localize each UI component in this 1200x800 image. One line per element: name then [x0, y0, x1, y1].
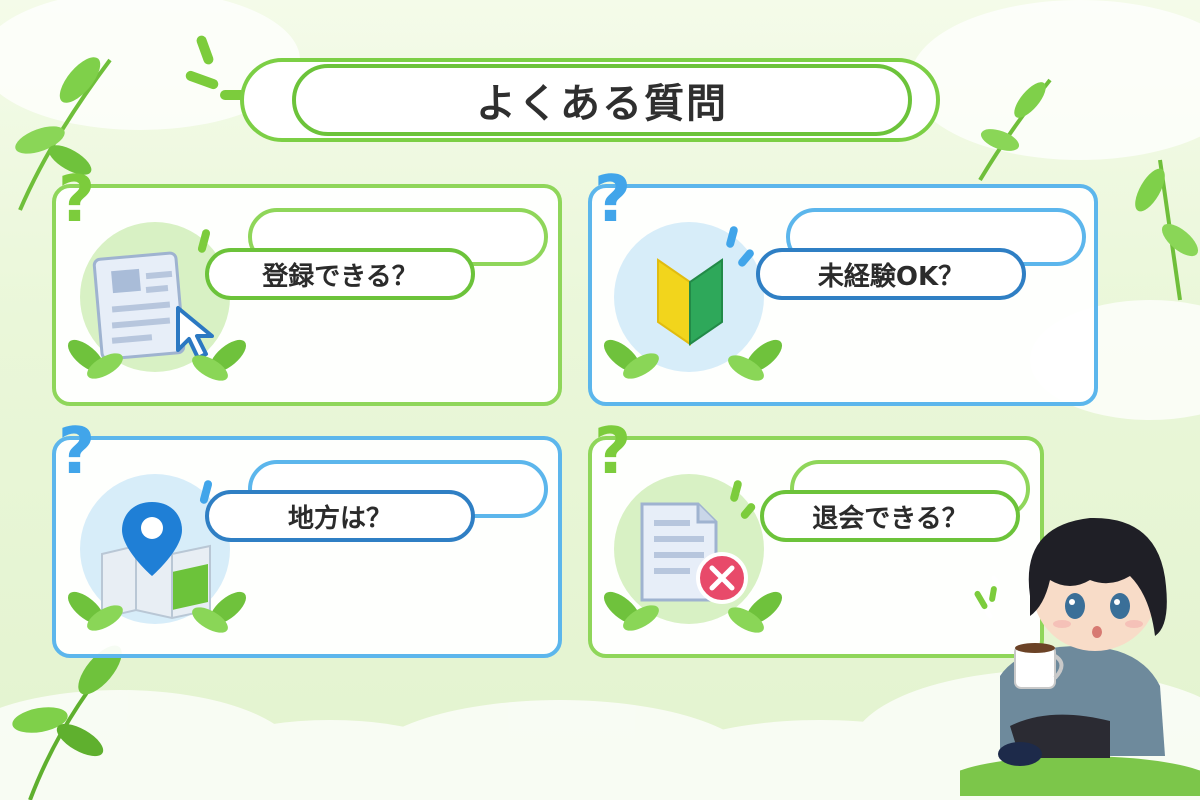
document-cancel-icon — [640, 502, 748, 604]
question-label[interactable]: 退会できる？ — [760, 490, 1020, 542]
beginner-mark-icon — [657, 258, 723, 346]
question-mark-icon: ? — [58, 415, 96, 489]
question-label[interactable]: 未経験OK？ — [756, 248, 1026, 300]
accent-dashes — [197, 229, 211, 253]
question-label[interactable]: 地方は？ — [205, 490, 475, 542]
accent-dashes — [199, 480, 213, 504]
leaf-decoration — [603, 339, 783, 381]
accent-dashes-title — [185, 35, 246, 100]
character-with-coffee — [960, 517, 1200, 796]
question-label[interactable]: 登録できる？ — [205, 248, 475, 300]
leaf-decoration-top-left — [15, 57, 112, 211]
map-pin-icon — [101, 502, 211, 620]
leaf-decoration-right — [1135, 159, 1199, 301]
accent-dashes — [730, 480, 756, 519]
question-mark-icon: ? — [58, 163, 96, 237]
leaf-decoration — [67, 591, 247, 633]
title-banner: よくある質問 — [240, 58, 960, 142]
question-mark-icon: ? — [594, 415, 632, 489]
leaf-decoration-top-right — [978, 78, 1052, 182]
page-title: よくある質問 — [292, 64, 912, 136]
leaf-decoration — [603, 591, 783, 633]
leaf-decoration — [67, 339, 247, 381]
question-mark-icon: ? — [594, 163, 632, 237]
accent-dashes — [726, 226, 754, 267]
